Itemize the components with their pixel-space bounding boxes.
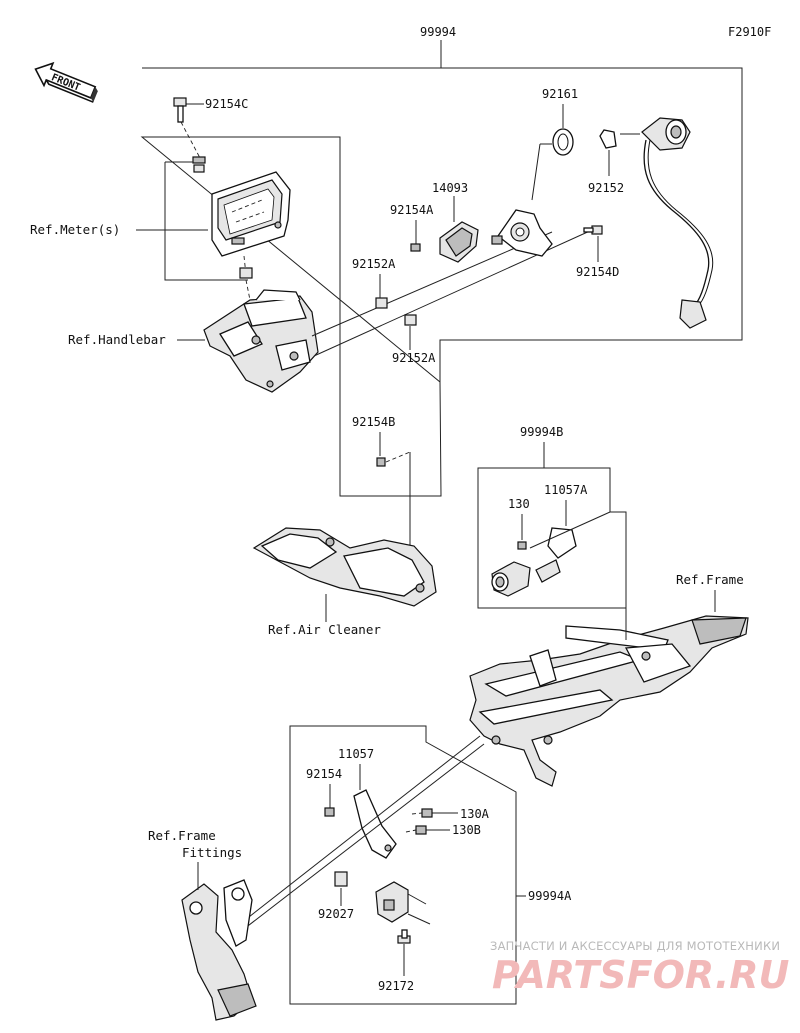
callout-130B: 130B xyxy=(452,823,481,837)
ref-air-cleaner: Ref.Air Cleaner xyxy=(268,622,381,637)
bracket-11057A xyxy=(535,527,577,583)
kit-99994A-bracket xyxy=(289,725,517,1005)
collar-bottom xyxy=(239,267,253,279)
bolt-92154A xyxy=(410,243,421,252)
figure-code: F2910F xyxy=(728,25,771,39)
screw-130B xyxy=(415,825,427,835)
bolt-92154C xyxy=(173,97,187,123)
callout-99994B: 99994B xyxy=(520,425,563,439)
ref-frame-fittings-2: Fittings xyxy=(182,845,242,860)
collar-top xyxy=(193,164,205,173)
screw-130 xyxy=(517,541,527,550)
watermark-caption: ЗАПЧАСТИ И АКСЕССУАРЫ ДЛЯ МОТОТЕХНИКИ xyxy=(490,939,780,953)
socket-bracket xyxy=(491,209,553,257)
screw-92172 xyxy=(397,929,411,944)
collar-92027 xyxy=(334,871,348,887)
grommet-top xyxy=(192,156,206,164)
callout-92154D: 92154D xyxy=(576,265,619,279)
socket-99994B xyxy=(491,561,531,597)
accessory-socket xyxy=(641,117,714,329)
callout-130: 130 xyxy=(508,497,530,511)
callout-92152A-top: 92152A xyxy=(352,257,396,271)
callout-99994A: 99994A xyxy=(528,889,572,903)
collar-92152A-bottom xyxy=(404,314,417,326)
ref-handlebar: Ref.Handlebar xyxy=(68,332,166,347)
callout-130A: 130A xyxy=(460,807,490,821)
callout-11057A: 11057A xyxy=(544,483,588,497)
kit-99994-bracket xyxy=(140,67,743,497)
bolt-92154B xyxy=(376,457,386,467)
frame-fittings xyxy=(181,879,257,1021)
front-arrow-icon: FRONT xyxy=(34,61,98,103)
callout-92154B: 92154B xyxy=(352,415,395,429)
bracket-11057 xyxy=(353,789,397,859)
ref-frame-fittings-1: Ref.Frame xyxy=(148,828,216,843)
callout-92152: 92152 xyxy=(588,181,624,195)
kit-99994B-bracket xyxy=(477,467,627,609)
callout-92161: 92161 xyxy=(542,87,578,101)
bolt-92154 xyxy=(324,807,335,817)
callout-92154: 92154 xyxy=(306,767,342,781)
callout-11057: 11057 xyxy=(338,747,374,761)
collar-92152A-top xyxy=(375,297,388,309)
frame xyxy=(469,615,749,787)
air-cleaner xyxy=(252,527,437,607)
callout-92154A: 92154A xyxy=(390,203,434,217)
ref-meter: Ref.Meter(s) xyxy=(30,222,120,237)
callout-92172: 92172 xyxy=(378,979,414,993)
handlebar-holder xyxy=(203,289,319,393)
ref-frame: Ref.Frame xyxy=(676,572,744,587)
bolt-92154D xyxy=(583,225,603,235)
watermark-brand: PARTSFOR.RU xyxy=(492,953,790,997)
callout-92152A-bottom: 92152A xyxy=(392,351,436,365)
clip-92152 xyxy=(599,129,617,149)
callout-99994: 99994 xyxy=(420,25,456,39)
cover-14093 xyxy=(439,221,479,263)
screw-130A xyxy=(421,808,433,818)
callout-92027: 92027 xyxy=(318,907,354,921)
callout-92154C: 92154C xyxy=(205,97,248,111)
callout-14093: 14093 xyxy=(432,181,468,195)
meter-assembly xyxy=(211,171,291,257)
holder-bracket xyxy=(375,881,409,923)
